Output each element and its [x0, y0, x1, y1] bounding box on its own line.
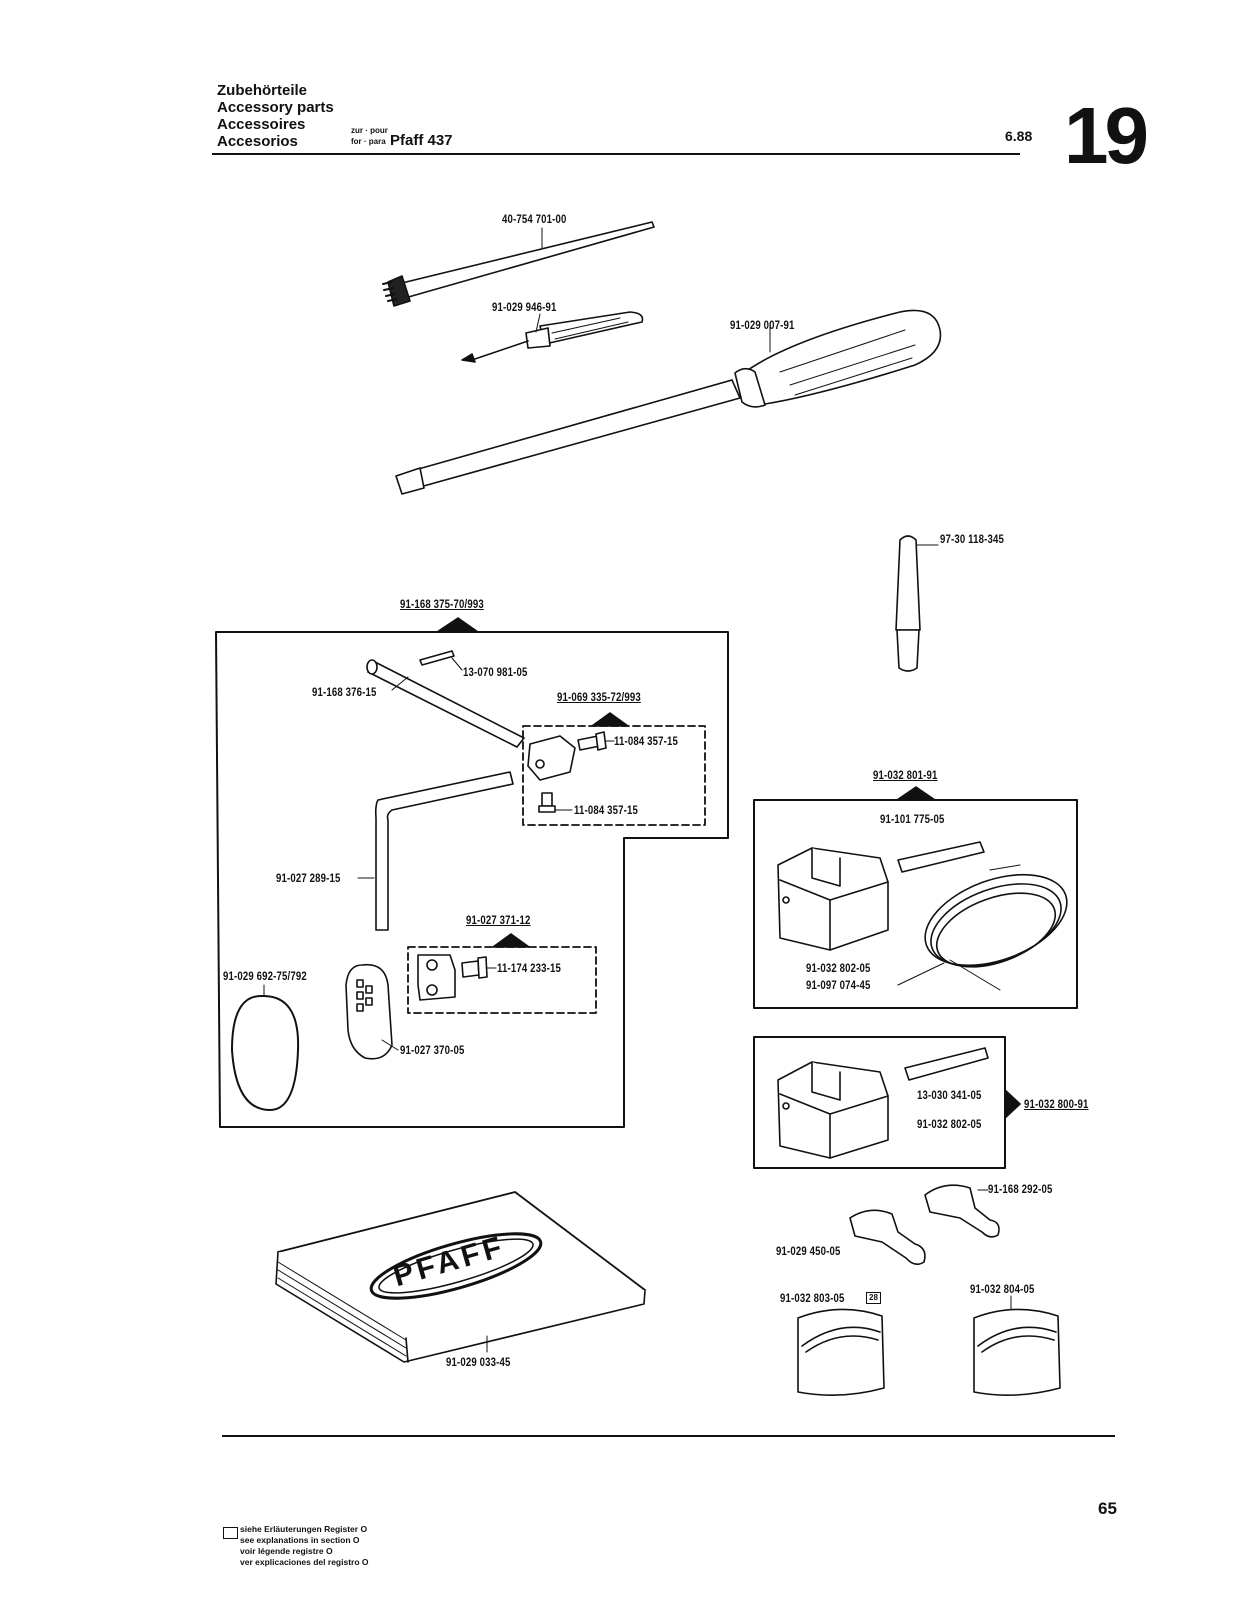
pn-block-2: 91-032 802-05	[917, 1117, 982, 1131]
pn-foot-a: 91-032 803-05	[780, 1291, 845, 1305]
pn-cover: 91-029 692-75/792	[223, 969, 307, 983]
pn-holder-a: 91-168 292-05	[988, 1182, 1053, 1196]
pn-guide: 91-027 370-05	[400, 1043, 465, 1057]
pn-clip: 13-070 981-05	[463, 665, 528, 679]
pn-block-1: 91-032 802-05	[806, 961, 871, 975]
legend-en: see explanations in section O	[240, 1535, 360, 1545]
title-es: Accesorios	[217, 133, 298, 150]
pn-rod: 91-168 376-15	[312, 685, 377, 699]
pn-foot-b: 91-032 804-05	[970, 1282, 1035, 1296]
small-screwdriver-drawing	[461, 311, 644, 363]
pn-kit-right-2: 91-032 800-91	[1024, 1097, 1089, 1111]
pn-large-screwdriver: 91-029 007-91	[730, 318, 795, 332]
pn-roller-1: 91-101 775-05	[880, 812, 945, 826]
legend-fr: voir légende registre O	[240, 1546, 333, 1556]
brush-drawing	[382, 221, 655, 307]
legend-de: siehe Erläuterungen Register O	[240, 1524, 368, 1534]
pin-drawing	[895, 535, 939, 672]
title-en: Accessory parts	[217, 99, 334, 116]
legend-box-icon	[223, 1527, 238, 1539]
kit-right-2-frame	[753, 1036, 1006, 1169]
header-rule	[212, 153, 1020, 155]
pn-hex-key: 91-027 289-15	[276, 871, 341, 885]
legend: siehe Erläuterungen Register O see expla…	[240, 1524, 369, 1568]
pn-small-screwdriver: 91-029 946-91	[492, 300, 557, 314]
footer-rule	[222, 1435, 1115, 1437]
pn-roller-2: 13-030 341-05	[917, 1088, 982, 1102]
chapter-number: 19	[1064, 91, 1149, 180]
pn-screw-b: 11-084 357-15	[574, 803, 639, 817]
kit-main-frame	[215, 631, 729, 1128]
title-de: Zubehörteile	[217, 82, 308, 99]
pn-wire: 91-097 074-45	[806, 978, 871, 992]
label-for-para: for · para	[351, 137, 386, 146]
kit-right-1-frame	[753, 799, 1078, 1009]
pn-screw-c: 11-174 233-15	[497, 961, 562, 975]
page-number: 65	[1098, 1499, 1117, 1518]
pn-brush: 40-754 701-00	[502, 212, 567, 226]
pn-kit-right-1: 91-032 801-91	[873, 768, 938, 782]
large-screwdriver-drawing	[395, 309, 942, 495]
pn-subassy-2: 91-027 371-12	[466, 913, 531, 927]
legend-es: ver explicaciones del registro O	[240, 1557, 369, 1567]
foot-a-ref-box: 28	[866, 1292, 881, 1304]
title-fr: Accessoires	[217, 116, 306, 133]
pn-manual: 91-029 033-45	[446, 1355, 511, 1369]
pn-holder-b: 91-029 450-05	[776, 1244, 841, 1258]
edition-date: 6.88	[1005, 128, 1033, 144]
pn-screw-a: 11-084 357-15	[614, 734, 679, 748]
model-name: Pfaff 437	[390, 132, 453, 149]
label-zur-pour: zur · pour	[351, 126, 388, 135]
pn-pin: 97-30 118-345	[940, 532, 1005, 546]
pn-kit-main: 91-168 375-70/993	[400, 597, 484, 611]
pn-subassy-1: 91-069 335-72/993	[557, 690, 641, 704]
